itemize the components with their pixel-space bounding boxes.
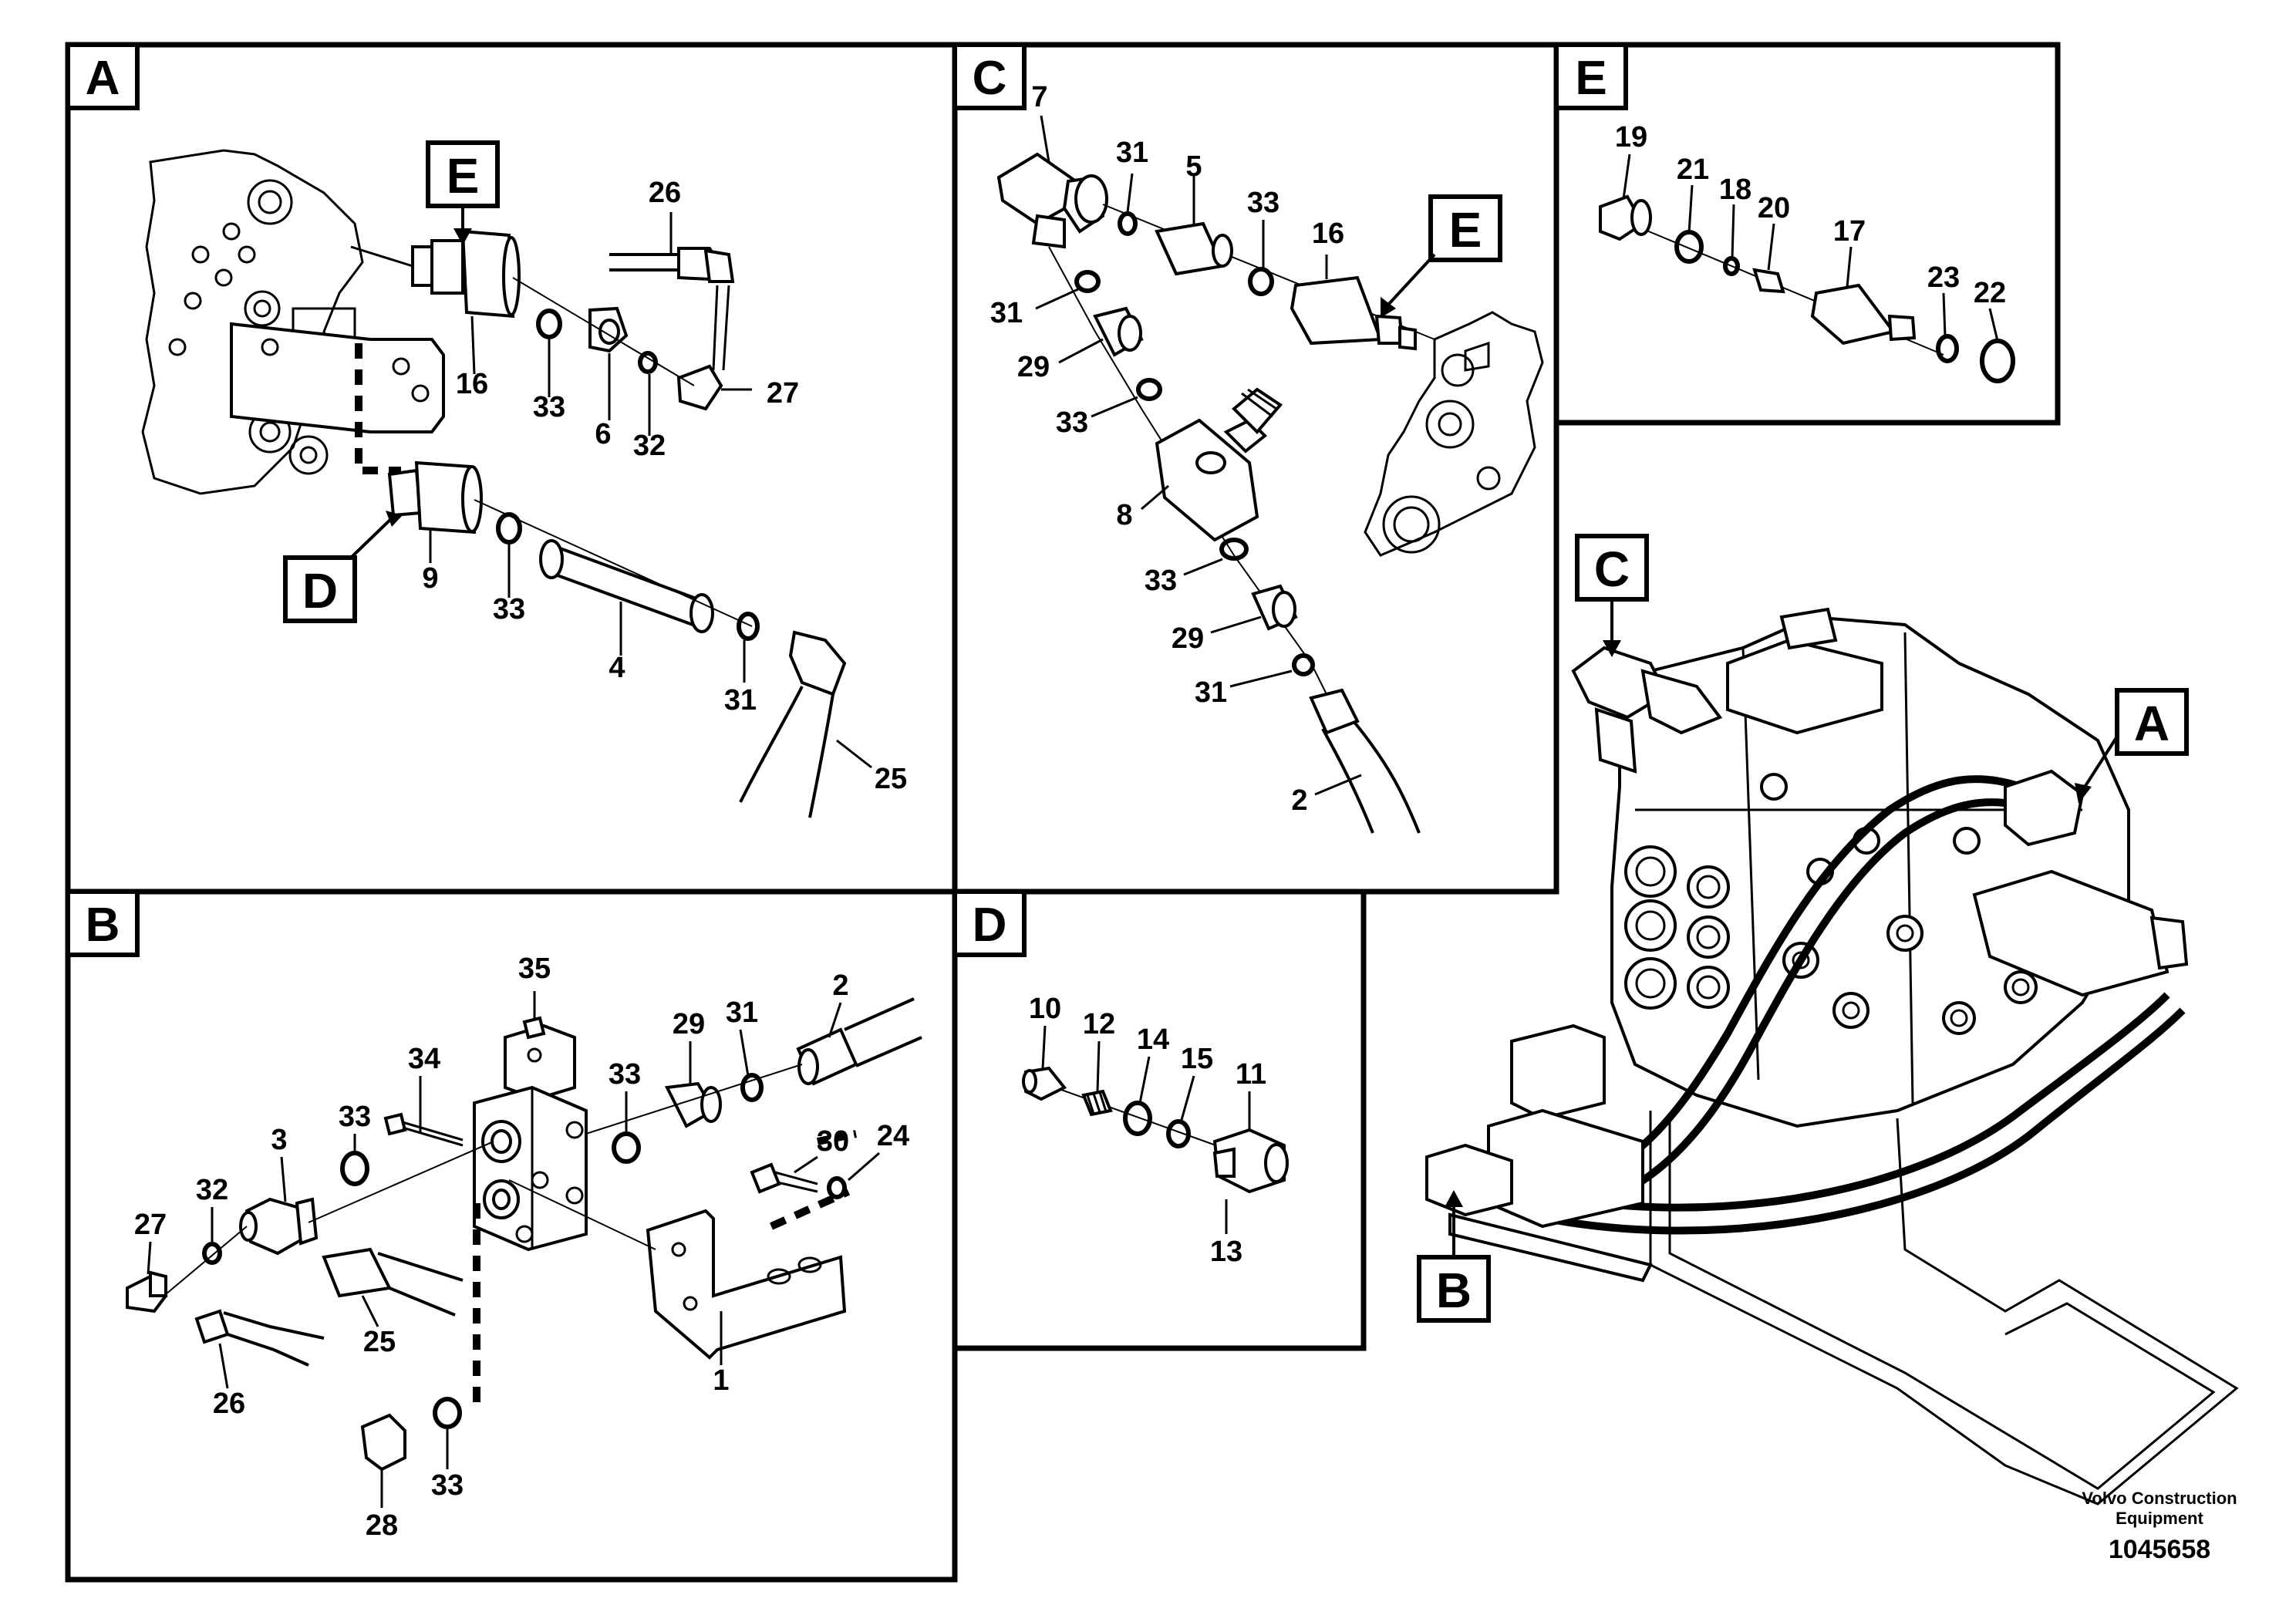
panel-a-part-33: 33	[533, 391, 565, 423]
panel-d-part-14: 14	[1137, 1023, 1169, 1056]
panel-d-part-13: 13	[1210, 1236, 1242, 1268]
panel-b-part-26: 26	[213, 1388, 245, 1420]
panel-label-e: E	[1554, 42, 1628, 110]
panel-e-part-20: 20	[1758, 192, 1790, 224]
callout-a-on-overview: A	[2075, 688, 2189, 804]
panel-labels: A C E B D	[66, 42, 1628, 957]
panel-c-part-33c: 33	[1145, 565, 1177, 597]
panel-a-part-32: 32	[633, 430, 666, 462]
panel-b-drawing: 35 2 34 33 29 31 33 30 24 3 32 27 25 26 …	[126, 953, 922, 1542]
panel-b-part-34: 34	[408, 1043, 440, 1075]
panel-c-part-31: 31	[1116, 137, 1148, 169]
panel-e-part-22: 22	[1974, 277, 2006, 309]
panel-d-drawing: 10 12 14 15 11 13	[1022, 993, 1289, 1268]
panel-a-part-9: 9	[422, 562, 438, 595]
panel-b-part-25: 25	[363, 1326, 396, 1358]
panel-c-drawing: E 7 31 5 33 16 31 29 33 8 33 29 31 2	[990, 81, 1544, 834]
panel-b-part-33: 33	[609, 1058, 641, 1091]
panel-b-part-24: 24	[877, 1120, 909, 1152]
panel-b-part-31: 31	[726, 996, 758, 1029]
panel-b-part-32: 32	[196, 1174, 228, 1206]
panel-d-part-12: 12	[1083, 1008, 1115, 1040]
panel-e-drawing: 19 21 18 20 17 23 22	[1599, 121, 2015, 383]
panel-c-part-16: 16	[1312, 218, 1344, 250]
company-credit: Volvo Construction Equipment	[2005, 1489, 2296, 1529]
panel-a-part-33b: 33	[493, 593, 525, 626]
panel-a-part-31: 31	[724, 684, 757, 717]
svg-text:B: B	[1436, 1263, 1472, 1318]
panel-b-part-1: 1	[713, 1364, 729, 1397]
callout-b-on-overview: B	[1417, 1190, 1491, 1323]
panel-a-part-26: 26	[649, 177, 681, 209]
panel-e-part-21: 21	[1677, 153, 1709, 186]
panel-b-part-29: 29	[673, 1008, 705, 1040]
svg-text:B: B	[86, 899, 120, 952]
svg-text:E: E	[1575, 52, 1607, 105]
callout-e-in-panel-c: E	[1381, 194, 1502, 318]
drawing-number: 1045658	[2108, 1535, 2211, 1564]
panel-e-frame	[1553, 42, 2061, 426]
panel-c-part-33b: 33	[1056, 406, 1088, 439]
panel-frames	[65, 42, 2061, 1583]
panel-c-part-33: 33	[1247, 187, 1279, 219]
panel-b-part-33b: 33	[339, 1101, 371, 1133]
panel-c-part-31b: 31	[990, 297, 1023, 329]
panel-a-drawing: E D 16 26 27 33 6 32 9 33 4 31 25	[141, 140, 907, 818]
callout-e-in-panel-a: E	[426, 140, 500, 245]
panel-c-part-8: 8	[1116, 499, 1132, 531]
callout-d-in-panel-a: D	[283, 511, 403, 623]
panel-c-part-5: 5	[1185, 150, 1202, 183]
svg-text:C: C	[1594, 541, 1630, 597]
panel-a-part-27: 27	[767, 377, 799, 410]
svg-text:A: A	[86, 52, 120, 105]
panel-d-part-15: 15	[1181, 1043, 1213, 1075]
panel-e-part-17: 17	[1833, 215, 1866, 248]
company-line-1: Volvo Construction	[2082, 1489, 2237, 1508]
panel-b-part-30: 30	[817, 1125, 849, 1158]
panel-b-part-35: 35	[518, 953, 551, 985]
panel-c-part-29b: 29	[1172, 622, 1204, 655]
panel-b-part-33c: 33	[431, 1469, 464, 1502]
panel-b-part-28: 28	[366, 1509, 398, 1542]
panel-a-part-25: 25	[875, 763, 907, 795]
panel-c-part-7: 7	[1031, 81, 1047, 113]
panel-d-part-10: 10	[1029, 993, 1061, 1025]
panel-a-part-6: 6	[595, 418, 611, 450]
panel-label-d: D	[952, 889, 1027, 957]
callout-c-on-overview: C	[1575, 534, 1649, 657]
panel-label-a: A	[66, 42, 140, 110]
panel-label-c: C	[952, 42, 1027, 110]
panel-d-frame	[952, 889, 1367, 1351]
svg-text:E: E	[447, 148, 480, 204]
svg-text:E: E	[1449, 202, 1482, 258]
panel-label-b: B	[66, 889, 140, 957]
overview-assembly: C A B	[1417, 534, 2239, 1506]
panel-c-part-29: 29	[1017, 351, 1050, 383]
panel-a-part-16: 16	[456, 368, 488, 400]
panel-e-part-23: 23	[1927, 261, 1960, 294]
svg-text:A: A	[2134, 696, 2170, 751]
panel-a-part-4: 4	[609, 652, 625, 684]
panel-b-part-2: 2	[832, 969, 848, 1002]
svg-text:C: C	[973, 52, 1007, 105]
svg-text:D: D	[973, 899, 1007, 952]
panel-b-part-3: 3	[271, 1124, 287, 1156]
panel-e-part-19: 19	[1615, 121, 1647, 153]
panel-c-part-2: 2	[1291, 784, 1307, 817]
panel-b-part-27: 27	[134, 1209, 167, 1241]
panel-e-part-18: 18	[1719, 174, 1752, 206]
panel-d-part-11: 11	[1236, 1058, 1266, 1091]
svg-text:D: D	[302, 563, 338, 619]
panel-c-part-31c: 31	[1195, 676, 1227, 709]
company-line-2: Equipment	[2116, 1509, 2203, 1528]
